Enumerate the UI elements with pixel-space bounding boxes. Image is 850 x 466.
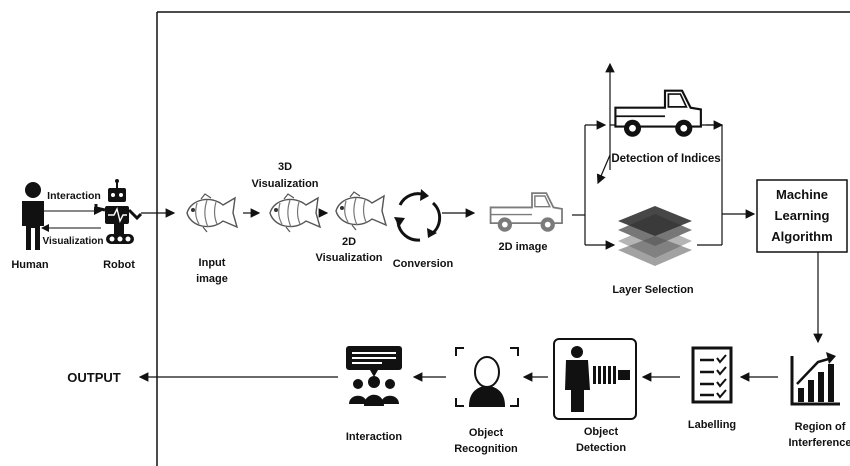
- labelling-label: Labelling: [688, 419, 736, 431]
- person-detection-icon: [553, 338, 637, 420]
- input-image-label-2: image: [196, 273, 228, 285]
- detection-indices-label: Detection of Indices: [611, 153, 720, 165]
- layers-icon: [618, 206, 692, 266]
- human-label: Human: [11, 259, 49, 271]
- object-detection-label-2: Detection: [576, 442, 626, 454]
- ml-label-3: Algorithm: [771, 229, 832, 244]
- chart-icon: [790, 352, 840, 406]
- robot-icon: [94, 179, 143, 244]
- ml-label-2: Learning: [775, 208, 830, 223]
- ml-box: [756, 179, 848, 253]
- face-recognition-icon: [455, 347, 519, 407]
- fish-icon: [186, 193, 238, 233]
- viz3d-label-1: 3D: [278, 161, 292, 173]
- viz3d-label-2: Visualization: [251, 178, 318, 190]
- viz2d-label-2: Visualization: [315, 252, 382, 264]
- conversion-label: Conversion: [393, 258, 454, 270]
- visualization-back-label: Visualization: [43, 236, 104, 247]
- object-recognition-label-2: Recognition: [454, 443, 518, 455]
- fish-icon: [335, 191, 387, 231]
- interaction-label: Interaction: [346, 431, 403, 443]
- interaction-top-label: Interaction: [47, 190, 101, 202]
- layer-selection-label: Layer Selection: [612, 284, 694, 296]
- human-icon: [22, 182, 44, 250]
- detection-z-axis: [596, 154, 611, 185]
- viz2d-label-1: 2D: [342, 236, 356, 248]
- ml-label-1: Machine: [776, 187, 828, 202]
- object-recognition-label-1: Object: [469, 427, 504, 439]
- output-label: OUTPUT: [67, 370, 121, 385]
- robot-label: Robot: [103, 259, 135, 271]
- roi-label-1: Region of: [795, 421, 846, 433]
- input-image-label-1: Input: [199, 257, 226, 269]
- object-detection-label-1: Object: [584, 426, 619, 438]
- group-chat-icon: [346, 346, 402, 406]
- truck-icon: [614, 89, 702, 138]
- truck-icon: [489, 192, 563, 233]
- cycle-icon: [394, 189, 442, 242]
- roi-label-2: Interference: [789, 437, 850, 449]
- 2d-image-label: 2D image: [499, 241, 548, 253]
- fish-icon: [269, 193, 321, 233]
- checklist-icon: [691, 346, 733, 404]
